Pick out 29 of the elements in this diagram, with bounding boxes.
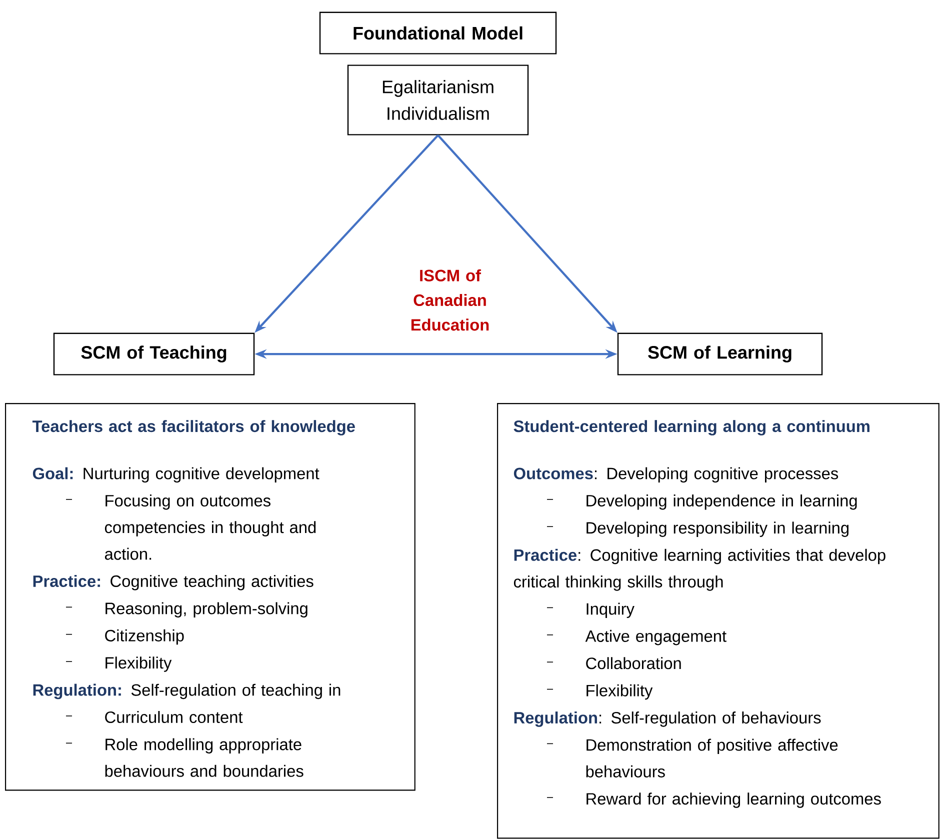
section-text: Practice: Cognitive teaching activities — [33, 575, 314, 590]
list-item: Active engagement — [546, 630, 726, 646]
list-item: Flexibility — [66, 656, 172, 672]
list-item: Role modelling appropriate behaviours and boundaries — [66, 738, 304, 777]
section-text: Practice: Cognitive learning activities that develop critical thinking skills through — [514, 548, 886, 591]
panel-heading: Student-centered learning along a continuum — [514, 420, 870, 436]
list-item: Curriculum content — [66, 711, 243, 724]
list-item: Focusing on outcomes competencies in thought and action. — [66, 494, 316, 560]
panel-heading: Teachers act as facilitators of knowledge — [32, 420, 355, 436]
list-item: Flexibility — [546, 684, 653, 700]
list-item: Reasoning, problem-solving — [66, 602, 308, 618]
list-item: Developing independence in learning — [546, 494, 857, 510]
section-text: Outcomes: Developing cognitive processes — [514, 467, 838, 483]
section-text: Regulation: Self-regulation of teaching in — [33, 684, 340, 700]
list-item: Demonstration of positive affective behaviours — [546, 738, 838, 778]
text-panel — [5, 403, 416, 791]
list-item: Reward for achieving learning outcomes — [546, 792, 881, 808]
section-text: Regulation: Self-regulation of behaviours — [514, 712, 821, 727]
text-panel — [497, 403, 940, 839]
list-item: Collaboration — [546, 657, 681, 670]
list-item: Developing responsibility in learning — [546, 522, 848, 537]
label-box: SCM of Learning — [617, 332, 823, 376]
label-box: Foundational Model — [319, 12, 557, 54]
center-label: ISCM of Canadian Education — [411, 269, 489, 331]
section-text: Goal: Nurturing cognitive development — [32, 467, 320, 483]
label-box: SCM of Teaching — [53, 332, 255, 376]
list-item: Citizenship — [66, 629, 184, 645]
label-box: Egalitarianism Individualism — [347, 64, 529, 136]
list-item: Inquiry — [546, 602, 634, 618]
